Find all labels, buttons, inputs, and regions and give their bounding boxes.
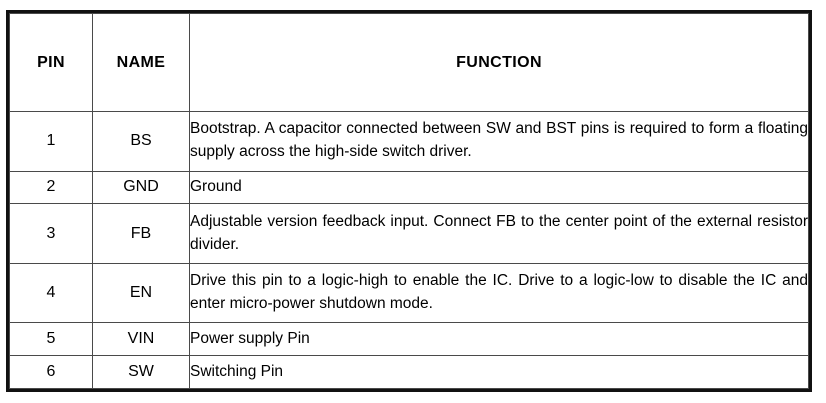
cell-pin: 3 (9, 203, 93, 264)
table-row: 3 FB Adjustable version feedback input. … (9, 203, 809, 264)
cell-function-text: Switching Pin (190, 362, 284, 380)
cell-function-text: Drive this pin to a logic-high to enable… (190, 272, 808, 313)
cell-name: GND (92, 170, 190, 205)
cell-function: Bootstrap. A capacitor connected between… (189, 111, 809, 172)
cell-pin: 5 (9, 322, 93, 357)
pin-function-table: PIN NAME FUNCTION 1 BS Bootstrap. A capa… (9, 13, 809, 389)
cell-function-text: Adjustable version feedback input. Conne… (190, 212, 808, 253)
cell-pin: 1 (9, 111, 93, 172)
table-header-row: PIN NAME FUNCTION (9, 13, 809, 112)
cell-function-text: Bootstrap. A capacitor connected between… (190, 120, 808, 161)
table-row: 5 VIN Power supply Pin (9, 322, 809, 357)
column-header-pin: PIN (9, 13, 93, 112)
cell-name: SW (92, 355, 190, 389)
cell-name: VIN (92, 322, 190, 357)
cell-pin: 2 (9, 170, 93, 205)
cell-function-text: Power supply Pin (190, 329, 310, 347)
cell-function-text: Ground (190, 178, 242, 196)
column-header-function: FUNCTION (189, 13, 809, 112)
cell-name: EN (92, 262, 190, 324)
table-row: 4 EN Drive this pin to a logic-high to e… (9, 262, 809, 324)
cell-function: Power supply Pin (189, 322, 809, 357)
cell-function: Ground (189, 170, 809, 205)
pin-function-table-container: PIN NAME FUNCTION 1 BS Bootstrap. A capa… (6, 10, 812, 392)
table-header: PIN NAME FUNCTION (9, 13, 809, 112)
cell-pin: 6 (9, 355, 93, 389)
table-row: 6 SW Switching Pin (9, 355, 809, 389)
table-row: 1 BS Bootstrap. A capacitor connected be… (9, 111, 809, 172)
cell-function: Drive this pin to a logic-high to enable… (189, 262, 809, 324)
cell-name: BS (92, 111, 190, 172)
cell-name: FB (92, 203, 190, 264)
cell-function: Switching Pin (189, 355, 809, 389)
table-row: 2 GND Ground (9, 170, 809, 205)
cell-pin: 4 (9, 262, 93, 324)
column-header-name: NAME (92, 13, 190, 112)
cell-function: Adjustable version feedback input. Conne… (189, 203, 809, 264)
table-body: 1 BS Bootstrap. A capacitor connected be… (9, 111, 809, 389)
